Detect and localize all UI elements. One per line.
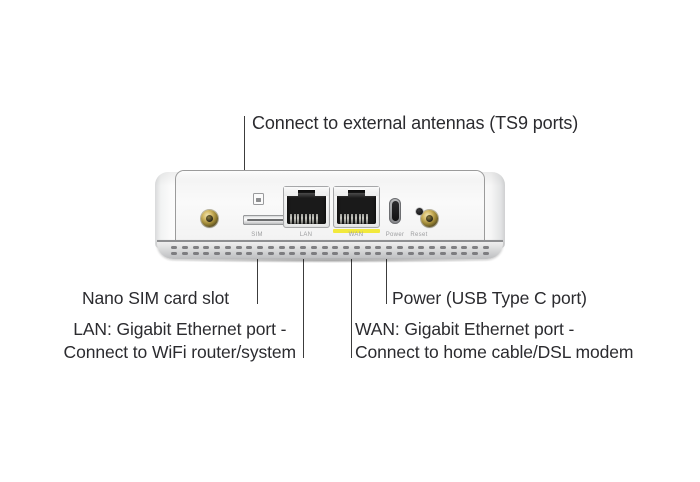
base-edge-line xyxy=(157,240,503,242)
port-label-power: Power xyxy=(385,232,405,238)
router-device: SIM LAN WAN Power Reset xyxy=(155,170,505,263)
reset-pinhole[interactable] xyxy=(416,208,423,215)
usb-c-port[interactable] xyxy=(389,198,401,224)
leader-sim xyxy=(257,247,259,304)
port-label-reset: Reset xyxy=(410,232,428,238)
lan-port[interactable] xyxy=(283,186,330,228)
port-label-sim: SIM xyxy=(251,232,263,238)
leader-antennas-stem xyxy=(244,116,246,172)
lan-jack-lip xyxy=(287,193,326,198)
antenna-connector-right-icon[interactable] xyxy=(421,210,438,227)
device-base-grille xyxy=(157,240,503,259)
callout-wan-text: WAN: Gigabit Ethernet port - Connect to … xyxy=(355,319,634,362)
device-drop-shadow xyxy=(165,258,495,263)
wan-jack-lip xyxy=(337,193,376,198)
callout-power-text: Power (USB Type C port) xyxy=(392,288,587,308)
port-label-lan: LAN xyxy=(299,232,313,238)
device-face-highlight xyxy=(176,171,484,181)
sim-card-icon xyxy=(253,193,264,205)
vent-row-top xyxy=(171,246,489,249)
sim-slot[interactable] xyxy=(243,215,303,225)
callout-lan-text: LAN: Gigabit Ethernet port - Connect to … xyxy=(63,319,297,362)
wan-port[interactable] xyxy=(333,186,380,228)
callout-sim-text: Nano SIM card slot xyxy=(82,288,230,308)
leader-lan xyxy=(303,247,305,358)
port-label-wan: WAN xyxy=(348,232,364,238)
wan-yellow-accent-bar xyxy=(333,229,380,233)
leader-wan xyxy=(351,247,353,358)
antenna-connector-left-icon[interactable] xyxy=(201,210,218,227)
leader-power xyxy=(386,247,388,304)
vent-row-bottom xyxy=(171,252,489,255)
lan-jack-pins xyxy=(290,214,318,224)
callout-antennas-text: Connect to external antennas (TS9 ports) xyxy=(252,113,579,133)
wan-jack-pins xyxy=(340,214,368,224)
device-rear-face xyxy=(175,170,485,242)
